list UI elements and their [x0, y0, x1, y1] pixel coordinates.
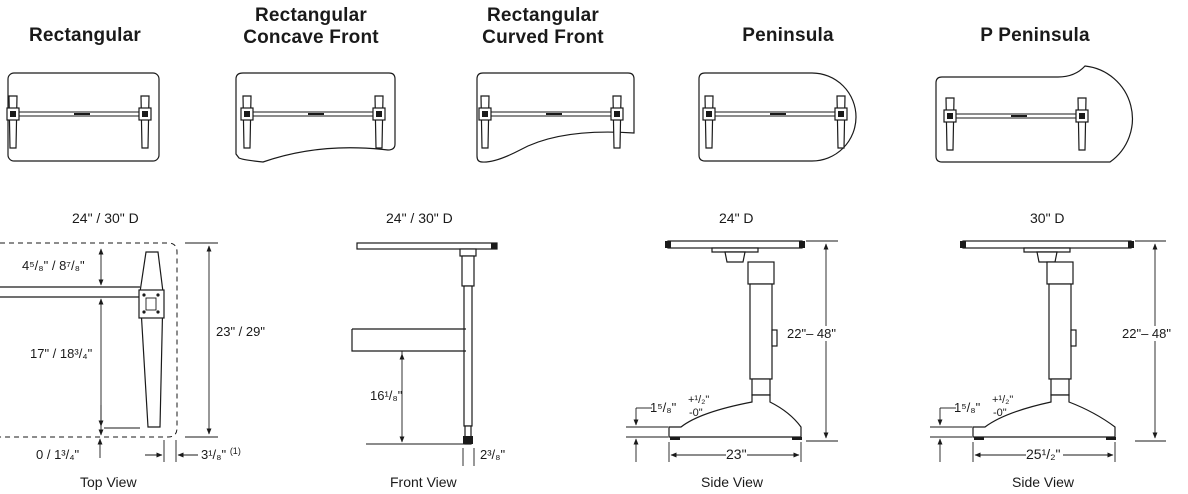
- top-view-edge-dim: 3¹/₈" (1): [201, 446, 241, 464]
- front-view-depth-label: 24" / 30" D: [386, 210, 453, 226]
- top-view-caption: Top View: [80, 474, 137, 490]
- shape-title-rectangular: Rectangular: [28, 25, 141, 46]
- desk-p-peninsula: [935, 65, 1133, 163]
- side-view-30-caption: Side View: [1012, 474, 1075, 490]
- top-view-drawing: [0, 242, 218, 462]
- top-view-total-dim: 23" / 29": [216, 324, 265, 339]
- desk-curved-front: [476, 72, 635, 163]
- shape-title-curved-front: Rectangular Curved Front: [482, 5, 604, 48]
- top-view-column-dim: 17" / 18³/₄": [30, 346, 93, 361]
- desk-concave-front: [235, 72, 396, 163]
- shape-title-concave-front: Rectangular Concave Front: [243, 5, 379, 48]
- side-30-base-width-dim: 25¹/₂": [1026, 446, 1061, 462]
- shape-title-p-peninsula: P Peninsula: [980, 25, 1090, 46]
- side-30-tolerance-plus: +¹/₂": [992, 394, 1014, 406]
- front-view-drawing: [351, 242, 498, 466]
- front-view-height-dim: 16¹/₈": [370, 388, 403, 403]
- top-view-bottom-dim: 0 / 1³/₄": [36, 447, 80, 462]
- top-view-offset-dim: 4⁵/₈" / 8⁷/₈": [22, 258, 85, 273]
- side-view-30-drawing: [930, 240, 1166, 462]
- side-24-base-width-dim: 23": [726, 446, 747, 462]
- front-view-caption: Front View: [390, 474, 457, 490]
- side-30-tolerance-minus: -0": [993, 407, 1007, 419]
- side-24-base-height-dim: 1⁵/₈": [650, 400, 677, 415]
- top-view-edge-value: 3¹/₈": [201, 447, 227, 462]
- side-24-tolerance-minus: -0": [689, 407, 703, 419]
- side-24-tolerance-plus: +¹/₂": [688, 394, 710, 406]
- side-24-range-dim: 22"– 48": [787, 326, 836, 341]
- side-30-base-height-dim: 1⁵/₈": [954, 400, 981, 415]
- side-view-24-caption: Side View: [701, 474, 764, 490]
- side-30-range-dim: 22"– 48": [1122, 326, 1171, 341]
- front-view-foot-dim: 2³/₈": [480, 447, 506, 462]
- side-view-30-depth-label: 30" D: [1030, 210, 1065, 226]
- top-view-depth-label: 24" / 30" D: [72, 210, 139, 226]
- desk-rectangular: [6, 72, 160, 162]
- desk-peninsula: [698, 72, 857, 162]
- side-view-24-drawing: [626, 240, 838, 462]
- shape-title-peninsula: Peninsula: [742, 25, 834, 46]
- top-view-edge-footnote: (1): [229, 446, 241, 456]
- side-view-24-depth-label: 24" D: [719, 210, 754, 226]
